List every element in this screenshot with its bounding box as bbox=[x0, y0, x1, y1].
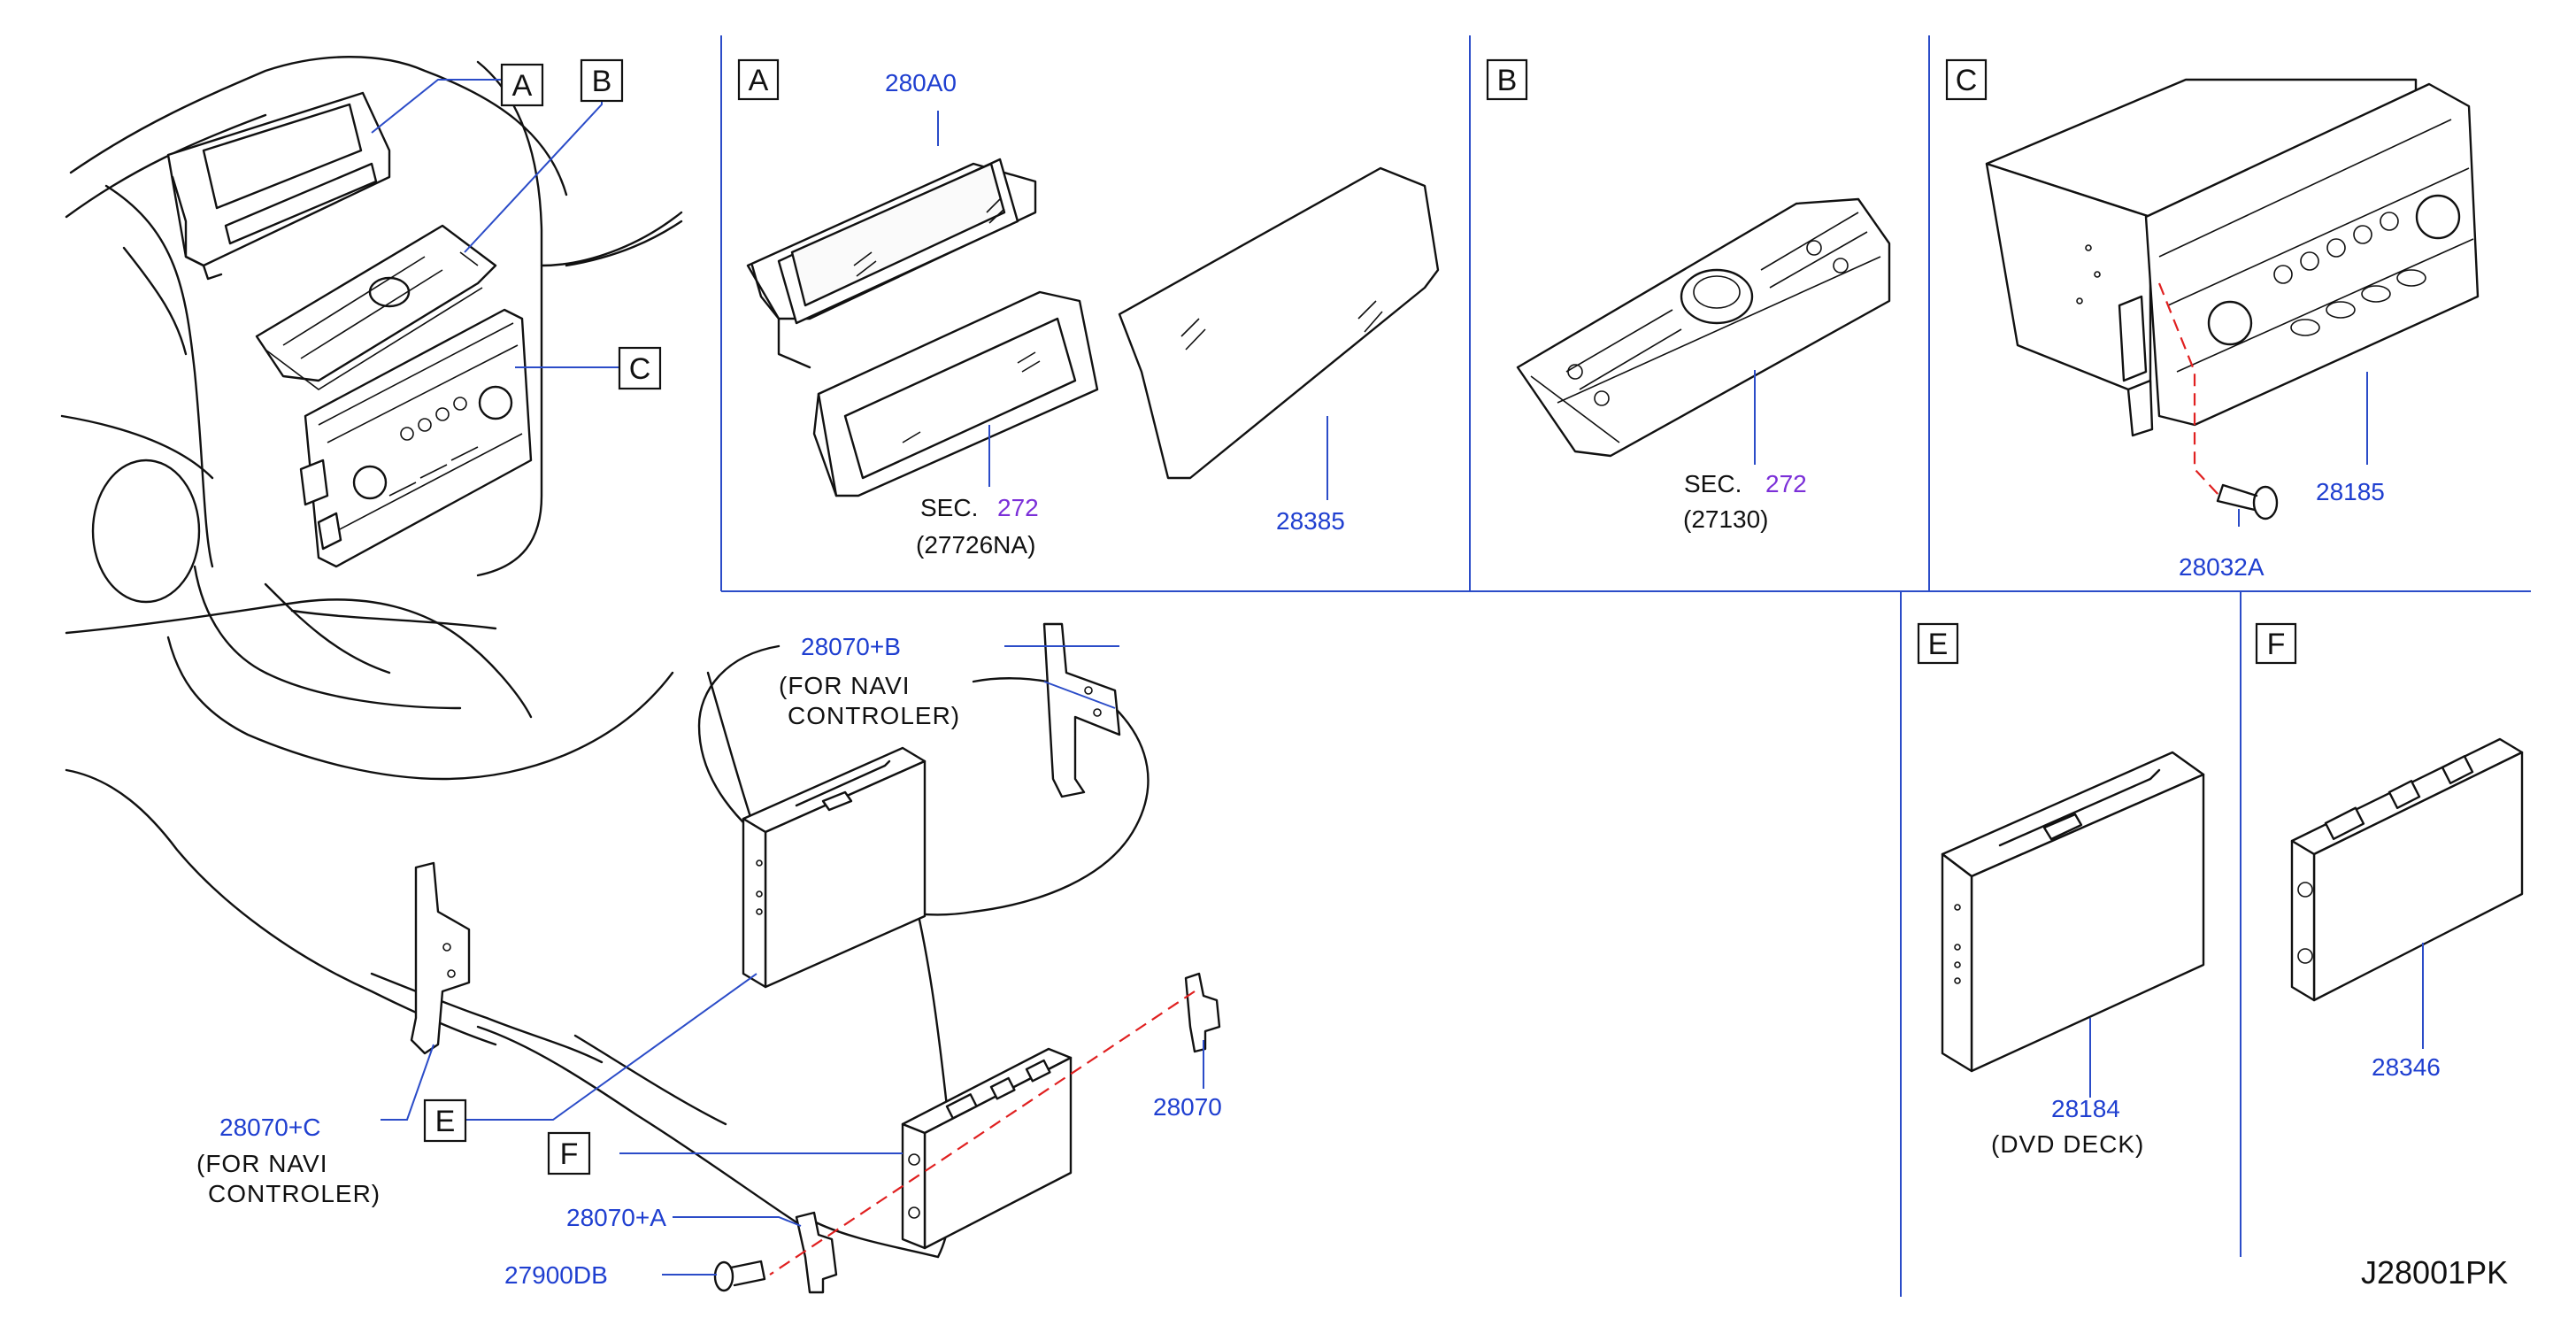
callout-label-f: F bbox=[560, 1137, 579, 1171]
note-28070c-line2: CONTROLER) bbox=[208, 1180, 381, 1207]
panel-f-label: F bbox=[2267, 628, 2286, 661]
part-number-27900db: 27900DB bbox=[504, 1261, 608, 1289]
part-number-28032a: 28032A bbox=[2179, 553, 2265, 581]
panel-b: B SEC. 272 (27130) bbox=[1486, 58, 1891, 533]
note-28070b-line1: (FOR NAVI bbox=[779, 672, 910, 699]
part-number-28070: 28070 bbox=[1153, 1093, 1222, 1121]
callout-box-a: A bbox=[500, 63, 544, 107]
callout-box-e: E bbox=[423, 1098, 467, 1143]
panel-e: E 28184 (DVD DECK) bbox=[1917, 622, 2205, 1158]
note-28070b-line2: CONTROLER) bbox=[788, 702, 960, 729]
callout-label-b: B bbox=[592, 65, 612, 98]
part-number-28070a: 28070+A bbox=[566, 1204, 666, 1231]
panel-b-label: B bbox=[1497, 64, 1518, 97]
part-number-28070b: 28070+B bbox=[801, 633, 901, 660]
panel-a: A 280A0 SEC. 272 (27726NA) 28385 bbox=[737, 58, 1440, 559]
panel-b-sec: SEC. bbox=[1684, 470, 1742, 497]
panel-e-label: E bbox=[1928, 628, 1949, 661]
callout-box-f: F bbox=[547, 1131, 591, 1175]
panel-b-sec-number: 272 bbox=[1765, 470, 1807, 497]
panel-a-label: A bbox=[749, 64, 769, 97]
dashboard-overview bbox=[60, 56, 1221, 1294]
panel-b-sec-paren: (27130) bbox=[1683, 505, 1769, 533]
panel-f: F 28346 bbox=[2255, 622, 2524, 1081]
part-number-28385: 28385 bbox=[1276, 507, 1345, 535]
drawing-code: J28001PK bbox=[2361, 1254, 2508, 1291]
panel-a-sec-number: 272 bbox=[997, 494, 1039, 521]
part-number-28346: 28346 bbox=[2372, 1053, 2441, 1081]
callout-box-c: C bbox=[618, 346, 662, 390]
panel-a-sec-paren: (27726NA) bbox=[916, 531, 1035, 559]
panel-frames bbox=[720, 35, 2531, 1297]
note-28070c-line1: (FOR NAVI bbox=[196, 1150, 327, 1177]
panel-c: C 28185 28032A bbox=[1945, 58, 2480, 581]
callout-label-c: C bbox=[629, 352, 651, 386]
part-number-28184: 28184 bbox=[2051, 1095, 2120, 1122]
callout-box-b: B bbox=[580, 58, 624, 103]
part-number-280a0: 280A0 bbox=[885, 69, 957, 96]
callout-label-a: A bbox=[512, 69, 533, 103]
panel-c-label: C bbox=[1956, 64, 1978, 97]
part-number-28185: 28185 bbox=[2316, 478, 2385, 505]
part-number-28070c: 28070+C bbox=[219, 1114, 320, 1141]
callout-label-e: E bbox=[435, 1105, 456, 1138]
panel-a-sec: SEC. bbox=[920, 494, 978, 521]
panel-e-note: (DVD DECK) bbox=[1991, 1130, 2144, 1158]
